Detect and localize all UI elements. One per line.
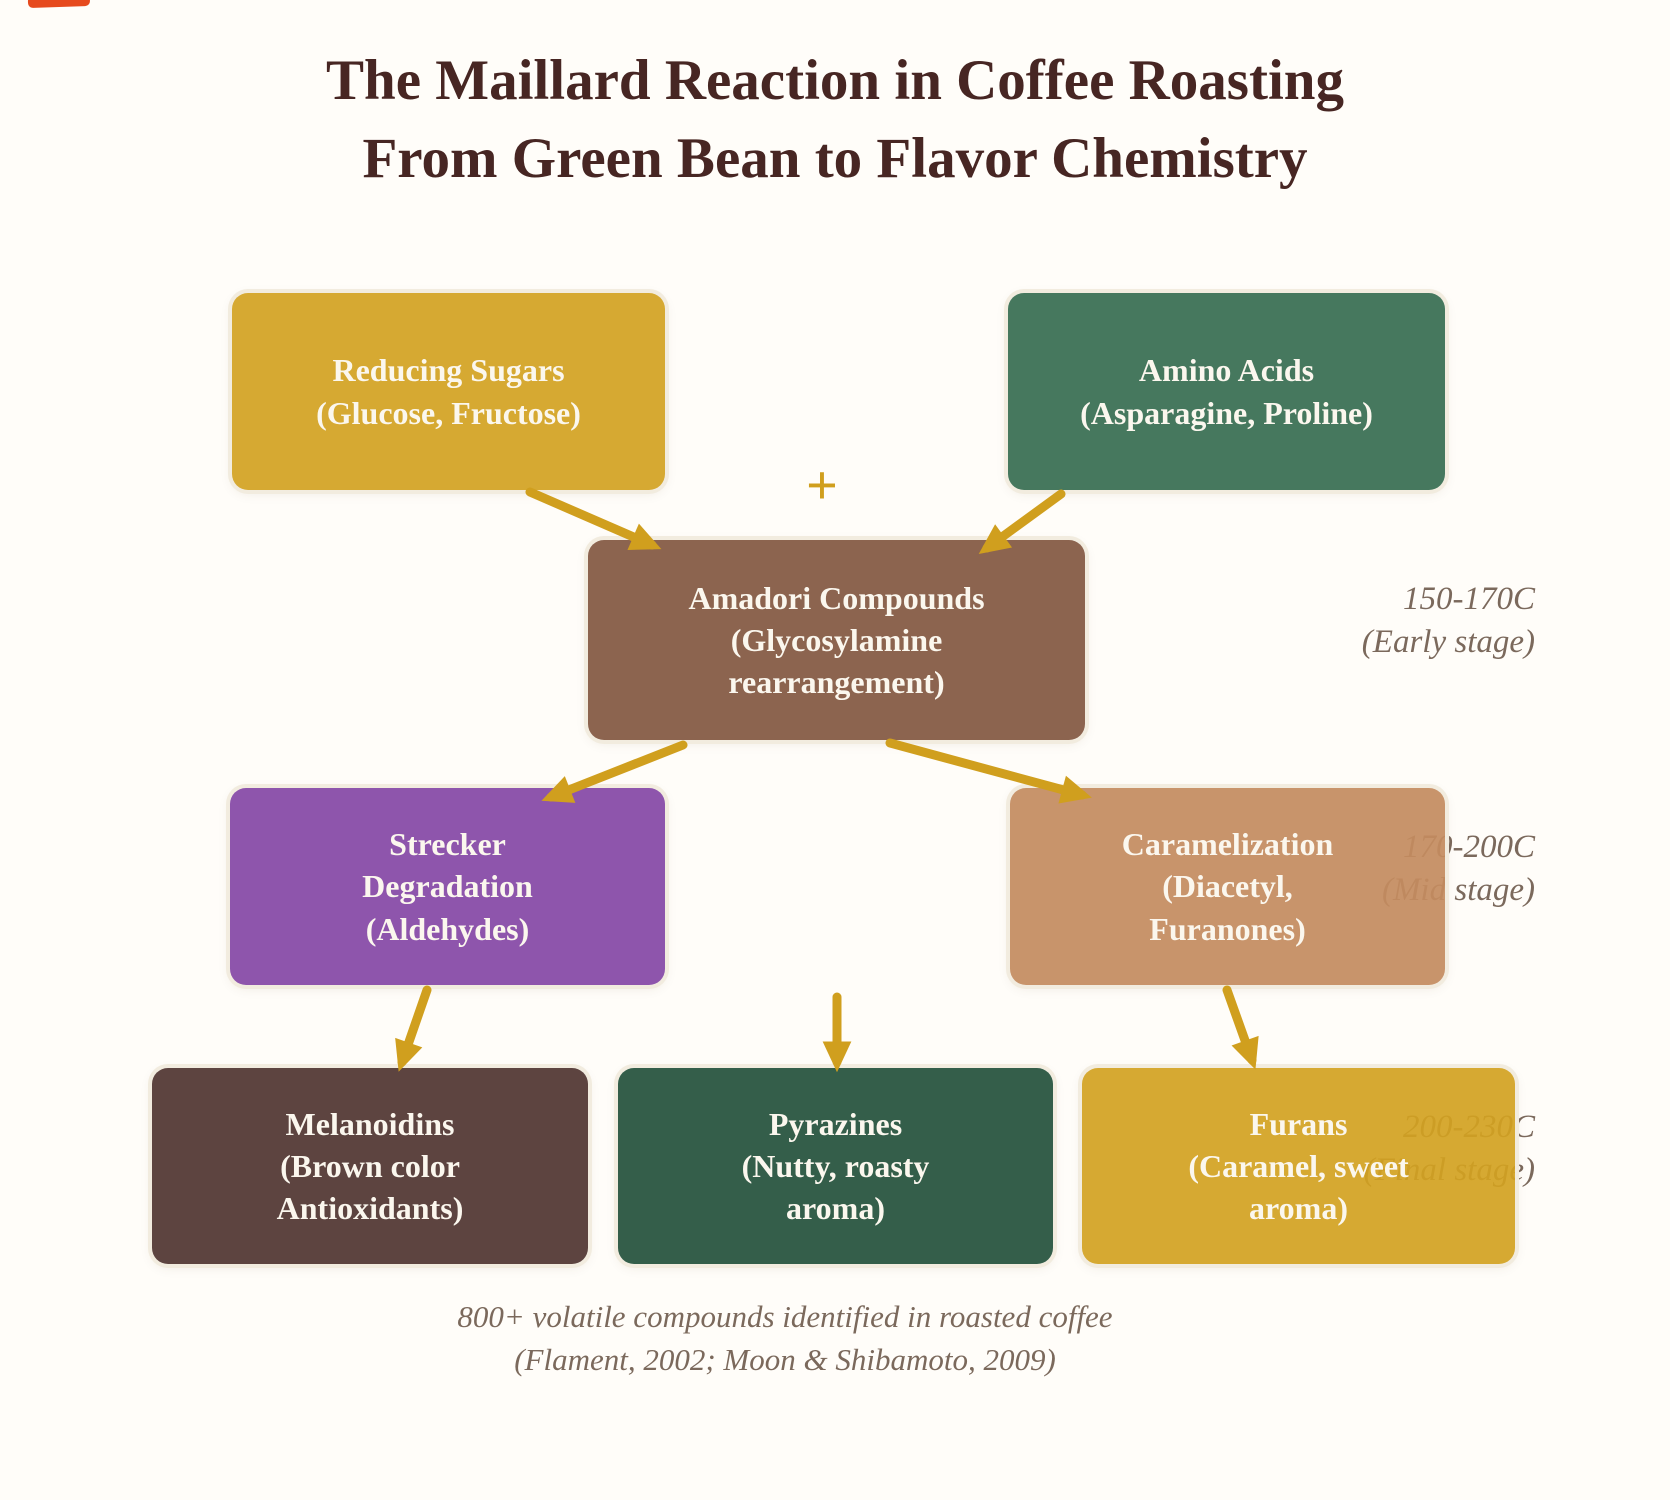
footnote-line-1: 800+ volatile compounds identified in ro… <box>457 1299 1113 1334</box>
arrow-reducing-sugars-to-amadori <box>525 487 662 550</box>
node-reducing-sugars: Reducing Sugars (Glucose, Fructose) <box>232 293 665 490</box>
stage-label-early: 150-170C (Early stage) <box>1362 578 1535 664</box>
node-melanoidins: Melanoidins (Brown color Antioxidants) <box>152 1068 588 1264</box>
node-caramelization: Caramelization (Diacetyl, Furanones) <box>1010 788 1445 985</box>
node-amadori-compounds: Amadori Compounds (Glycosylamine rearran… <box>588 540 1085 740</box>
node-label: Caramelization (Diacetyl, Furanones) <box>1121 826 1334 947</box>
title-line-1: The Maillard Reaction in Coffee Roasting <box>326 49 1344 112</box>
footnote: 800+ volatile compounds identified in ro… <box>135 1296 1435 1382</box>
footnote-line-2: (Flament, 2002; Moon & Shibamoto, 2009) <box>514 1341 1056 1377</box>
screen-artifact-mark <box>27 0 91 9</box>
node-strecker-degradation: Strecker Degradation (Aldehydes) <box>230 788 665 985</box>
arrow-caramelization-to-furans <box>1222 985 1259 1070</box>
node-furans: Furans (Caramel, sweet aroma) <box>1082 1068 1515 1264</box>
diagram-title: The Maillard Reaction in Coffee Roasting… <box>0 42 1670 197</box>
plus-sign: + <box>806 455 838 517</box>
stage-name: (Early stage) <box>1361 623 1535 660</box>
node-amino-acids: Amino Acids (Asparagine, Proline) <box>1008 293 1445 490</box>
node-label: Melanoidins (Brown color Antioxidants) <box>276 1105 464 1227</box>
node-label: Pyrazines (Nutty, roasty aroma) <box>741 1105 930 1227</box>
node-label: Amino Acids (Asparagine, Proline) <box>1080 352 1373 431</box>
stage-temp: 150-170C <box>1403 581 1535 617</box>
node-label: Amadori Compounds (Glycosylamine rearran… <box>688 579 985 701</box>
node-label: Reducing Sugars (Glucose, Fructose) <box>316 352 581 431</box>
title-line-2: From Green Bean to Flavor Chemistry <box>362 126 1308 190</box>
node-label: Furans (Caramel, sweet aroma) <box>1188 1105 1409 1227</box>
arrow-strecker-to-melanoidins <box>395 985 432 1072</box>
node-label: Strecker Degradation (Aldehydes) <box>362 826 533 947</box>
node-pyrazines: Pyrazines (Nutty, roasty aroma) <box>618 1068 1053 1264</box>
